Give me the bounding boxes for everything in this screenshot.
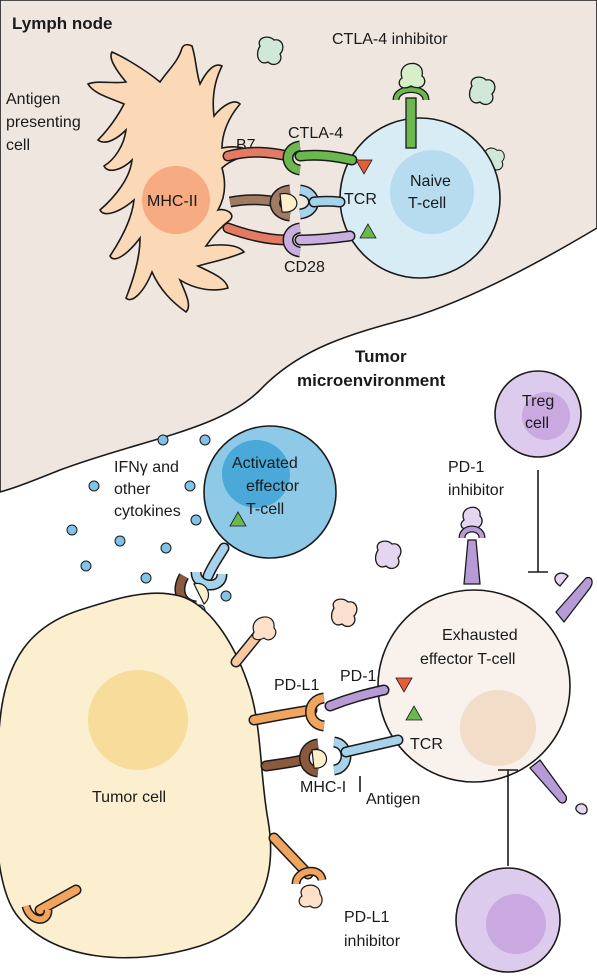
naive-t-cell-nucleus (390, 150, 474, 234)
ctla4-inhibitor (392, 62, 430, 149)
mhc-ii-receptor (228, 184, 298, 222)
pd1-label: PD-1 (340, 668, 377, 685)
naive-t-cell-label-2: T-cell (408, 195, 446, 212)
apc-label-1: Antigen (6, 91, 60, 108)
inhibitory-signal-triangle (395, 677, 413, 693)
treg-cell: Treg cell (494, 370, 582, 458)
pdl1-spike (230, 616, 277, 668)
antigen-presenting-cell: MHC-II (86, 43, 252, 314)
activation-signal-triangle (229, 511, 247, 527)
pd1-inhibitor-antibody (458, 506, 486, 585)
cytokine-dot (190, 514, 202, 526)
cytokine-dot (160, 542, 172, 554)
exhausted-t-cell-label-1: Exhausted (442, 627, 518, 644)
tcr-label-2: TCR (410, 736, 443, 753)
exhausted-effector-t-cell: Exhausted effector T-cell (377, 589, 571, 783)
mhc-i-receptor (260, 738, 328, 778)
cytokine-dot (220, 590, 232, 602)
cytokines-label-2: other (114, 481, 151, 498)
cd28-receptor (282, 222, 356, 258)
pdl1-spike-left (21, 884, 82, 924)
bottom-immune-cell-nucleus (486, 894, 546, 954)
ctla4-inhibitor-label: CTLA-4 inhibitor (332, 31, 448, 48)
cd28-label: CD28 (284, 259, 325, 276)
cytokines (66, 434, 232, 616)
exhausted-t-cell-nucleus (460, 690, 536, 766)
cytokine-dot (199, 434, 211, 446)
activation-signal-triangle (359, 223, 377, 239)
cytokine-dot (184, 480, 196, 492)
activated-effector-t-cell: Activated effector T-cell (203, 425, 337, 559)
tumor-microenvironment-title-1: Tumor (355, 347, 407, 366)
naive-t-cell: Naive T-cell (339, 117, 501, 279)
cytokines-label-3: cytokines (114, 503, 181, 520)
ctla4-receptor (282, 140, 358, 176)
pdl1-inhibitor-label-1: PD-L1 (344, 909, 389, 926)
activated-t-cell-label-3: T-cell (246, 501, 284, 518)
free-ligand (256, 36, 284, 66)
free-ligand (468, 76, 496, 106)
free-ligand (374, 540, 402, 570)
activated-t-cell-label-1: Activated (232, 455, 298, 472)
lymph-node-title: Lymph node (12, 14, 112, 33)
pd1-inhibitor-label-1: PD-1 (448, 459, 485, 476)
naive-t-cell-label-1: Naive (410, 173, 451, 190)
cytokine-dot (80, 560, 92, 572)
inhibitory-signal-triangle (355, 159, 373, 175)
pdl1-spike-lower (268, 832, 327, 909)
cytokine-dot (114, 535, 126, 547)
exhausted-t-cell-label-2: effector T-cell (420, 651, 515, 668)
tumor-nucleus (88, 670, 188, 770)
free-ligand (330, 598, 358, 628)
treg-nucleus (522, 392, 570, 440)
pd1-inhibitor-label-2: inhibitor (448, 482, 505, 499)
b7-receptor (222, 146, 294, 162)
pdl1-label: PD-L1 (274, 677, 319, 694)
tcr-receptor-2 (332, 734, 404, 776)
antigen-label: Antigen (366, 791, 420, 808)
pdl1-receptor (248, 692, 326, 732)
cytokine-dot (88, 480, 100, 492)
pdl1-inhibitor-label-2: inhibitor (344, 933, 401, 950)
treg-label-2: cell (525, 415, 549, 432)
tcr-label: TCR (344, 191, 377, 208)
cytokine-dot (140, 572, 152, 584)
activated-t-cell-label-2: effector (246, 478, 300, 495)
tumor-microenvironment-title-2: microenvironment (297, 371, 446, 390)
apc-label-3: cell (6, 137, 30, 154)
pd1-receptor (324, 684, 390, 712)
bottom-immune-cell (455, 867, 561, 973)
activated-t-cell-nucleus (222, 440, 290, 508)
pd1-receptor-spikes (529, 572, 593, 815)
cytokine-dot (157, 434, 169, 446)
activation-signal-triangle (405, 705, 423, 721)
apc-label-2: presenting (6, 114, 81, 131)
bottom-inhibitory-arrow (498, 769, 518, 866)
mhc-i-label: MHC-I (300, 779, 346, 796)
cytokines-label-1: IFNγ and (114, 459, 179, 476)
tcr-receptor-activated (190, 542, 230, 591)
cytokine-dot (66, 524, 78, 536)
treg-inhibition-arrow (528, 470, 548, 573)
tumor-cell-label: Tumor cell (92, 789, 166, 806)
apc-nucleus (142, 166, 210, 234)
ctla4-label: CTLA-4 (288, 125, 343, 142)
treg-label-1: Treg (522, 393, 554, 410)
mhc-ii-label: MHC-II (147, 193, 198, 210)
tcr-receptor (298, 184, 346, 220)
tumor-cell: Tumor cell (0, 592, 272, 959)
